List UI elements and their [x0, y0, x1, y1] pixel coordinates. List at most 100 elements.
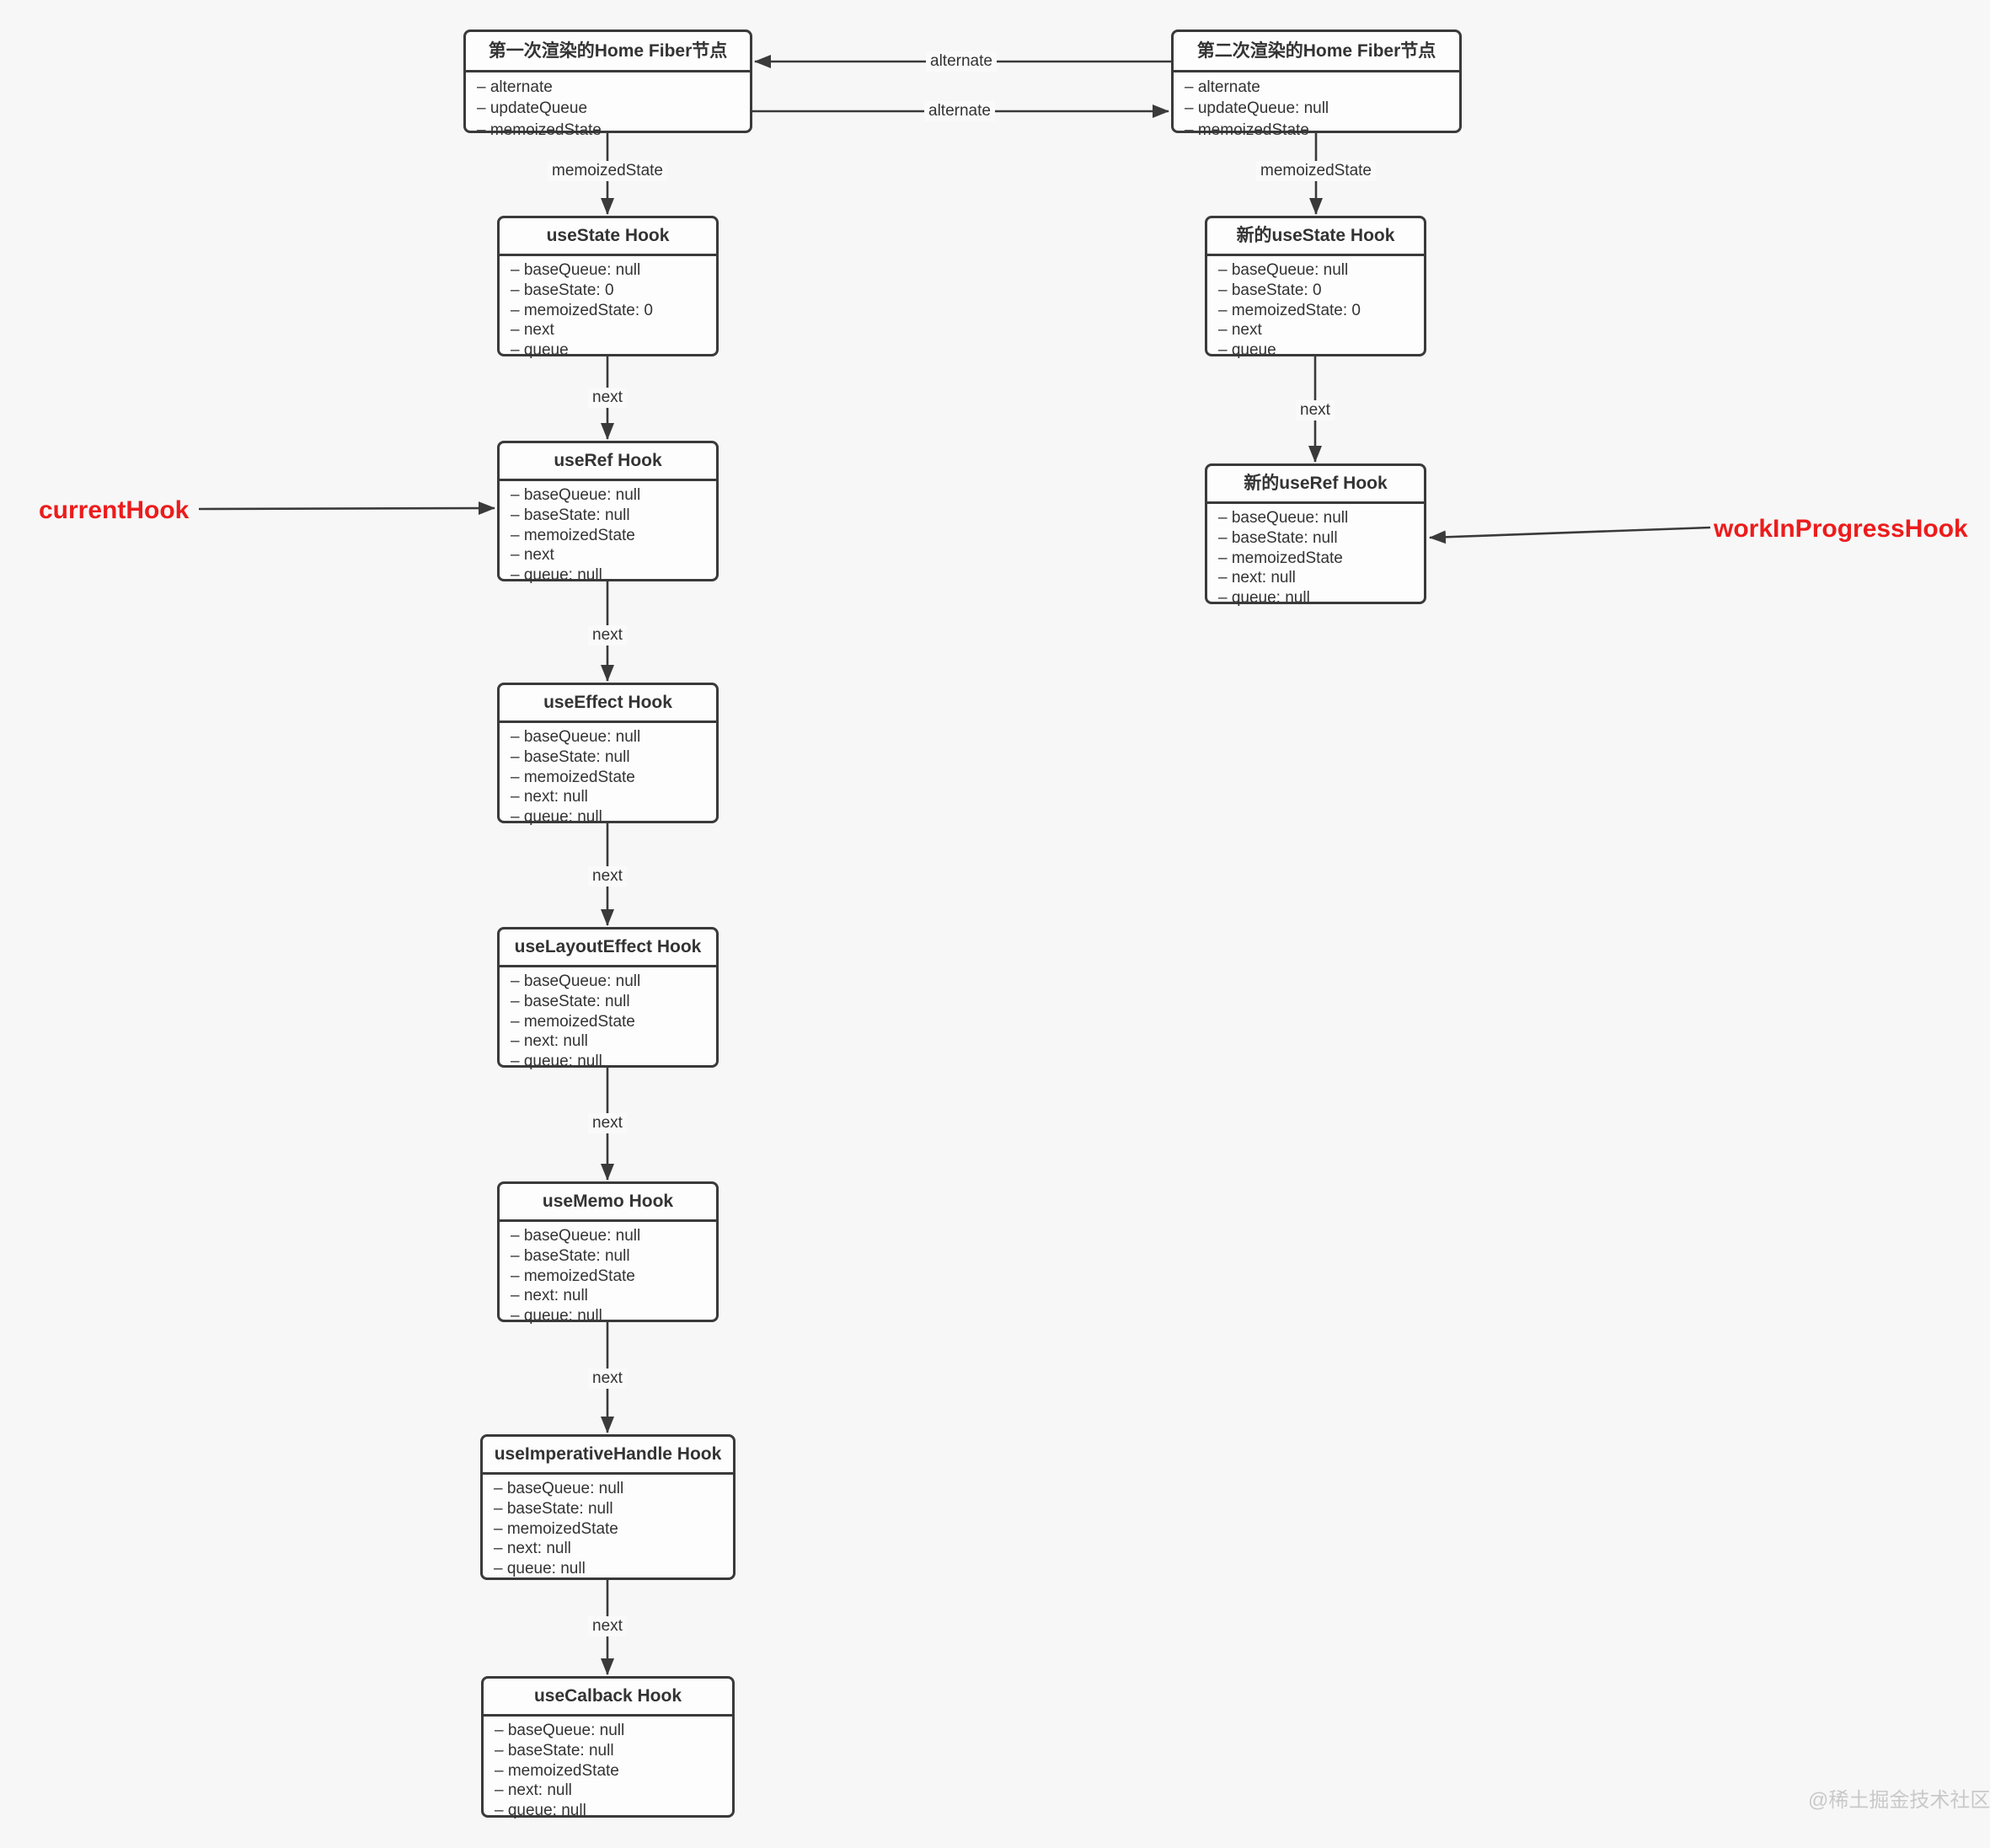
edge-currenthook-pointer [198, 501, 495, 516]
node-field: – memoizedState [511, 768, 635, 786]
node-title: useRef Hook [500, 443, 716, 481]
node-field: – queue [1218, 341, 1276, 360]
node-title: 新的useState Hook [1207, 218, 1424, 256]
node-field-list: – baseQueue: null – baseState: null – me… [500, 967, 716, 1072]
node-field: – baseState: null [511, 1246, 630, 1265]
edge-label-next-6: next [588, 1616, 627, 1636]
node-field: – next: null [511, 1287, 588, 1305]
node-field-list: – baseQueue: null – baseState: null – me… [1207, 504, 1424, 608]
node-field: – queue: null [494, 1560, 586, 1578]
node-field: – baseState: null [494, 1499, 613, 1518]
node-field-list: – alternate – updateQueue: null – memoiz… [1174, 72, 1459, 141]
node-field: – queue: null [511, 566, 602, 585]
node-field: – baseQueue: null [494, 1480, 624, 1497]
node-field: – memoizedState [495, 1761, 619, 1780]
hook-node-new-useref: 新的useRef Hook – baseQueue: null – baseSt… [1205, 463, 1426, 607]
node-field: – memoizedState: 0 [511, 301, 653, 319]
node-field: – next: null [1218, 569, 1296, 587]
node-field: – baseState: null [495, 1741, 614, 1760]
watermark: @稀土掘金技术社区 [1808, 1789, 1990, 1812]
node-title: useCalback Hook [484, 1679, 732, 1717]
node-field: – baseQueue: null [511, 728, 641, 746]
node-field: – alternate [477, 78, 553, 96]
node-title: 第二次渲染的Home Fiber节点 [1174, 32, 1459, 72]
edge-label-next-right: next [1296, 400, 1335, 420]
node-field: – queue [511, 341, 569, 360]
node-title: 新的useRef Hook [1207, 466, 1424, 504]
node-field: – memoizedState [511, 1267, 635, 1285]
node-field: – next: null [511, 1032, 588, 1051]
edge-label-alternate-bottom: alternate [924, 101, 995, 121]
node-field: – updateQueue [477, 99, 588, 118]
hook-node-usememo: useMemo Hook – baseQueue: null – baseSta… [497, 1181, 719, 1325]
node-field: – baseQueue: null [1218, 509, 1349, 527]
node-field: – baseState: null [511, 747, 630, 766]
edge-workinprogresshook-pointer [1429, 526, 1711, 544]
node-field: – memoizedState: 0 [1218, 301, 1361, 319]
node-field: – memoizedState [511, 1012, 635, 1031]
node-field: – baseQueue: null [511, 486, 641, 504]
node-field: – memoizedState [1218, 549, 1343, 567]
fiber-node-second-render: 第二次渲染的Home Fiber节点 – alternate – updateQ… [1171, 29, 1462, 139]
node-field: – memoizedState [477, 121, 602, 139]
edge-label-memoizedstate-left: memoizedState [547, 161, 668, 181]
node-field: – baseState: 0 [511, 281, 614, 299]
node-field: – queue: null [1218, 589, 1310, 608]
edge-label-alternate-top: alternate [926, 51, 997, 72]
node-field-list: – baseQueue: null – baseState: 0 – memoi… [500, 256, 716, 361]
edge-label-next-1: next [588, 388, 627, 408]
node-title: 第一次渲染的Home Fiber节点 [466, 32, 750, 72]
node-title: useLayoutEffect Hook [500, 929, 716, 967]
node-title: useMemo Hook [500, 1184, 716, 1222]
node-field-list: – baseQueue: null – baseState: null – me… [500, 481, 716, 586]
node-title: useEffect Hook [500, 685, 716, 723]
node-field: – queue: null [511, 1307, 602, 1326]
node-field-list: – baseQueue: null – baseState: null – me… [500, 723, 716, 828]
node-field: – queue: null [511, 1053, 602, 1071]
node-field: – memoizedState [494, 1519, 618, 1538]
hook-node-useimperativehandle: useImperativeHandle Hook – baseQueue: nu… [480, 1434, 736, 1580]
node-field-list: – alternate – updateQueue – memoizedStat… [466, 72, 750, 141]
node-field: – baseQueue: null [511, 1227, 641, 1245]
edge-label-next-3: next [588, 866, 627, 887]
annotation-workinprogresshook: workInProgressHook [1714, 515, 1968, 543]
node-field: – next [1218, 321, 1262, 340]
edge-label-next-2: next [588, 625, 627, 645]
node-field: – baseState: null [511, 506, 630, 524]
node-title: useImperativeHandle Hook [483, 1437, 733, 1475]
hook-node-usecalback: useCalback Hook – baseQueue: null – base… [481, 1676, 735, 1820]
hook-node-new-usestate: 新的useState Hook – baseQueue: null – base… [1205, 216, 1426, 359]
edge-label-memoizedstate-right: memoizedState [1255, 161, 1377, 181]
node-field-list: – baseQueue: null – baseState: null – me… [500, 1222, 716, 1326]
node-field: – baseState: null [511, 992, 630, 1010]
hook-node-usestate: useState Hook – baseQueue: null – baseSt… [497, 216, 719, 359]
edge-label-next-4: next [588, 1113, 627, 1133]
node-field: – next: null [511, 788, 588, 806]
node-field-list: – baseQueue: null – baseState: 0 – memoi… [1207, 256, 1424, 361]
hook-node-useref: useRef Hook – baseQueue: null – baseStat… [497, 441, 719, 584]
node-field: – alternate [1185, 78, 1260, 96]
node-field-list: – baseQueue: null – baseState: null – me… [483, 1475, 733, 1579]
node-field: – memoizedState [1185, 121, 1309, 139]
node-field: – memoizedState [511, 526, 635, 544]
annotation-currenthook: currentHook [39, 496, 190, 524]
edge-label-next-5: next [588, 1369, 627, 1389]
node-field: – updateQueue: null [1185, 99, 1329, 118]
node-field: – baseState: 0 [1218, 281, 1322, 299]
node-field: – next [511, 546, 554, 565]
node-field: – baseState: null [1218, 528, 1338, 547]
node-field: – baseQueue: null [1218, 261, 1349, 279]
node-field: – queue: null [495, 1802, 586, 1820]
node-field: – baseQueue: null [495, 1722, 625, 1739]
fiber-node-first-render: 第一次渲染的Home Fiber节点 – alternate – updateQ… [463, 29, 752, 139]
hook-node-useeffect: useEffect Hook – baseQueue: null – baseS… [497, 683, 719, 826]
node-field: – next [511, 321, 554, 340]
hook-node-uselayouteffect: useLayoutEffect Hook – baseQueue: null –… [497, 927, 719, 1070]
node-title: useState Hook [500, 218, 716, 256]
node-field: – baseQueue: null [511, 261, 641, 279]
node-field: – baseQueue: null [511, 972, 641, 990]
node-field: – queue: null [511, 808, 602, 827]
node-field: – next: null [495, 1781, 572, 1800]
